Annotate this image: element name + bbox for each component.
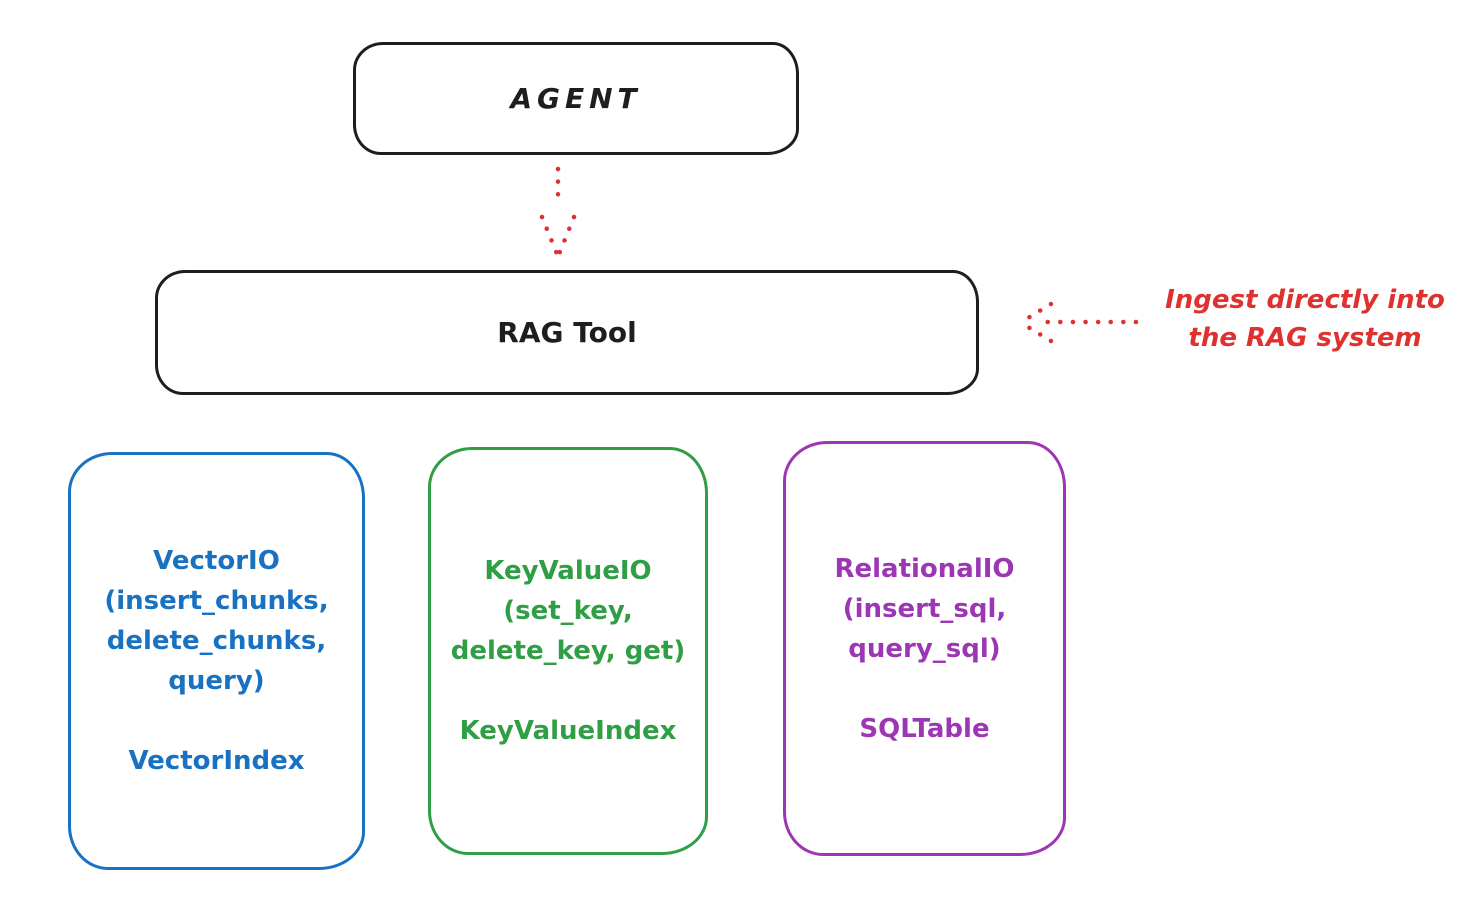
- ingest-annotation-text: Ingest directly into the RAG system: [1165, 285, 1445, 353]
- vector-index-label: VectorIndex: [128, 746, 305, 776]
- sql-table-label: SQLTable: [859, 713, 990, 744]
- arrowhead-bottom-stroke: [1020, 321, 1054, 344]
- relational-io-title: RelationalIO (insert_sql, query_sql): [834, 553, 1015, 664]
- rag-tool-label: RAG Tool: [497, 316, 637, 349]
- relational-io-node: RelationalIO (insert_sql, query_sql) SQL…: [783, 441, 1066, 856]
- arrowhead-left-stroke: [539, 214, 560, 257]
- agent-label: AGENT: [510, 82, 642, 115]
- keyvalue-io-node: KeyValueIO (set_key, delete_key, get) Ke…: [428, 447, 708, 855]
- vector-io-title: VectorIO (insert_chunks, delete_chunks, …: [104, 546, 329, 696]
- arrowhead-right-stroke: [556, 214, 577, 257]
- keyvalue-index-label: KeyValueIndex: [459, 716, 677, 746]
- arrowhead-top-stroke: [1020, 301, 1054, 324]
- keyvalue-io-title: KeyValueIO (set_key, delete_key, get): [450, 556, 686, 666]
- rag-tool-node: RAG Tool: [155, 270, 979, 395]
- agent-node: AGENT: [353, 42, 799, 155]
- vector-io-node: VectorIO (insert_chunks, delete_chunks, …: [68, 452, 365, 870]
- dotted-arrow-annotation-to-rag-tool: [1020, 301, 1139, 344]
- dotted-arrow-agent-to-rag-tool: [539, 166, 577, 257]
